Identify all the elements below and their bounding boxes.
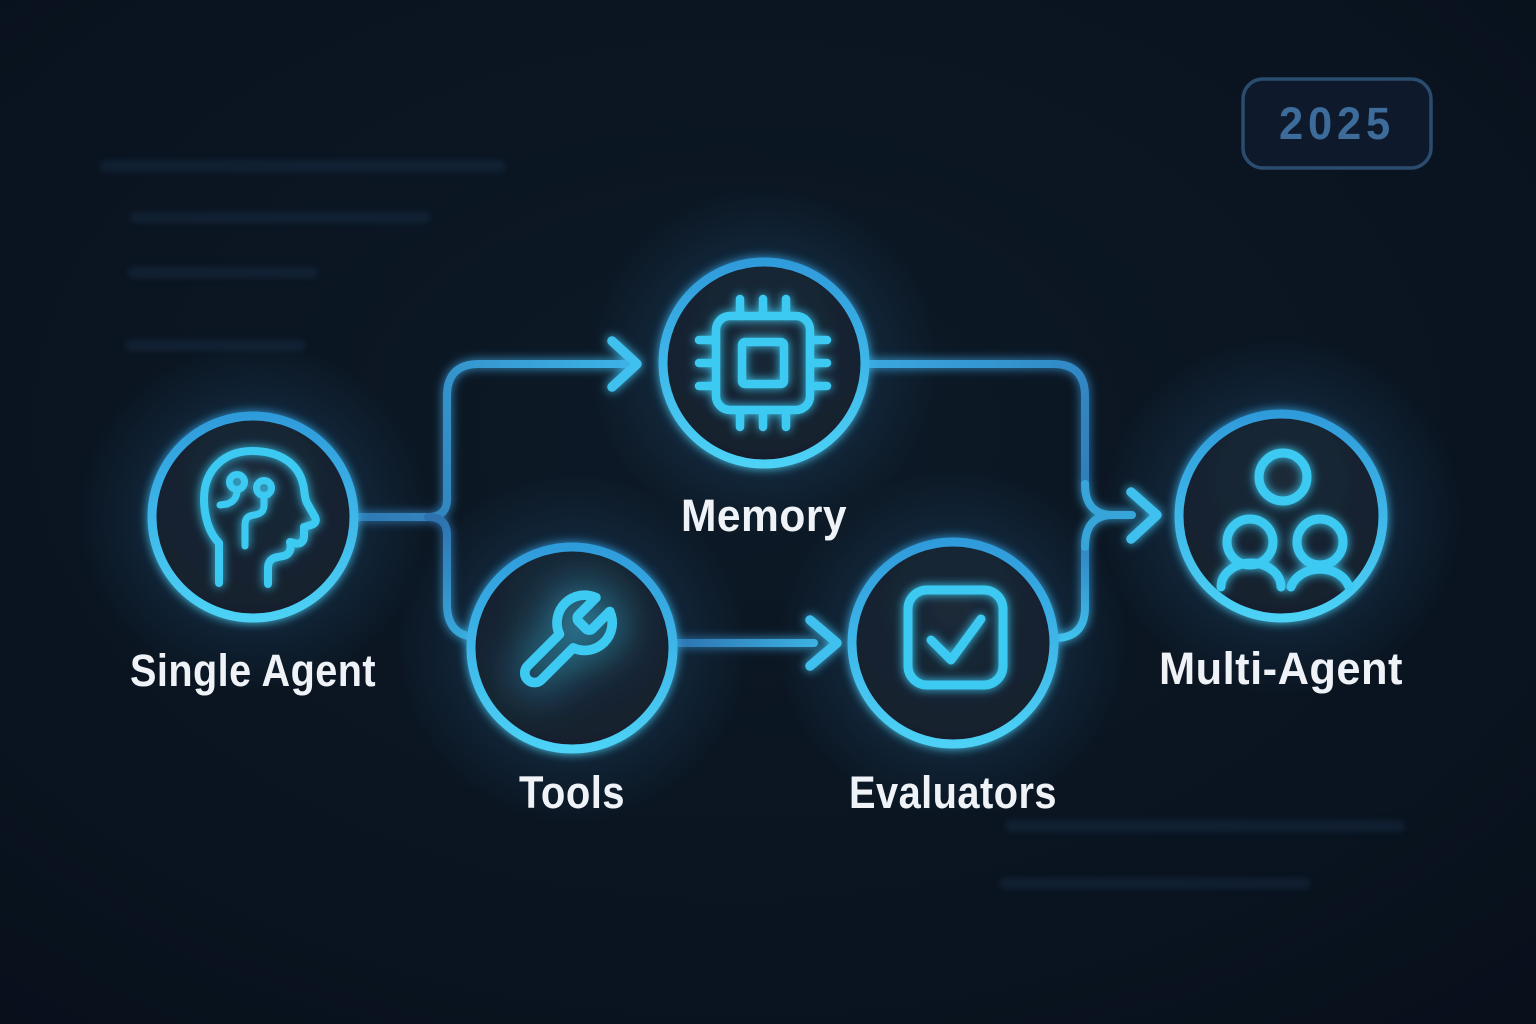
cpu-chip-icon <box>694 294 832 432</box>
evaluators-label: Evaluators <box>849 767 1057 818</box>
head-outline <box>200 447 320 588</box>
node-evaluators: Evaluators <box>847 537 1059 818</box>
ghost-text-group <box>100 160 1405 889</box>
edge-merge-lower <box>1081 511 1117 551</box>
year-badge-frame <box>1241 77 1433 170</box>
chip-core <box>737 337 789 389</box>
ghost-text-line <box>100 160 505 172</box>
arrowhead-to-multi-agent <box>1126 487 1162 544</box>
checkbox-frame <box>903 585 1008 690</box>
chip-pins-left <box>694 335 721 391</box>
memory-circle <box>658 257 870 469</box>
node-memory: Memory <box>658 257 870 541</box>
connectors <box>348 336 1162 671</box>
year-badge: 2025 <box>1241 77 1433 170</box>
checkmark <box>926 614 986 665</box>
checkbox-check-icon <box>903 585 1008 690</box>
circuit-trace-left <box>216 486 241 509</box>
ghost-text-line <box>1005 820 1405 832</box>
arrowhead-to-memory <box>607 336 642 392</box>
chip-pins-bottom <box>735 405 791 432</box>
multi-agent-label: Multi-Agent <box>1159 643 1403 694</box>
users-group-icon <box>1216 448 1354 592</box>
user-shoulders-right <box>1286 564 1354 592</box>
arrowhead-to-evaluators <box>805 615 842 671</box>
memory-label: Memory <box>681 490 847 541</box>
user-shoulders-left <box>1216 558 1286 592</box>
ghost-text-line <box>130 212 430 223</box>
edge-single-agent-to-tools <box>424 513 482 641</box>
head-circuit-icon <box>200 447 320 588</box>
circuit-trace-right <box>241 492 268 550</box>
chip-pins-right <box>805 335 832 391</box>
year-badge-label: 2025 <box>1279 98 1395 149</box>
node-tools: Tools <box>466 542 678 818</box>
single-agent-label: Single Agent <box>130 645 376 696</box>
tools-label: Tools <box>519 767 625 818</box>
wrench-icon <box>520 590 618 688</box>
evaluators-circle <box>847 537 1059 749</box>
chip-pins-top <box>735 294 791 321</box>
user-head-top <box>1254 448 1312 506</box>
ghost-text-line <box>128 267 318 278</box>
wrench-shape <box>520 590 618 688</box>
edge-memory-to-merge <box>860 360 1089 488</box>
ghost-text-line <box>1000 878 1310 889</box>
node-multi-agent: Multi-Agent <box>1159 409 1403 694</box>
node-single-agent: Single Agent <box>130 411 376 696</box>
